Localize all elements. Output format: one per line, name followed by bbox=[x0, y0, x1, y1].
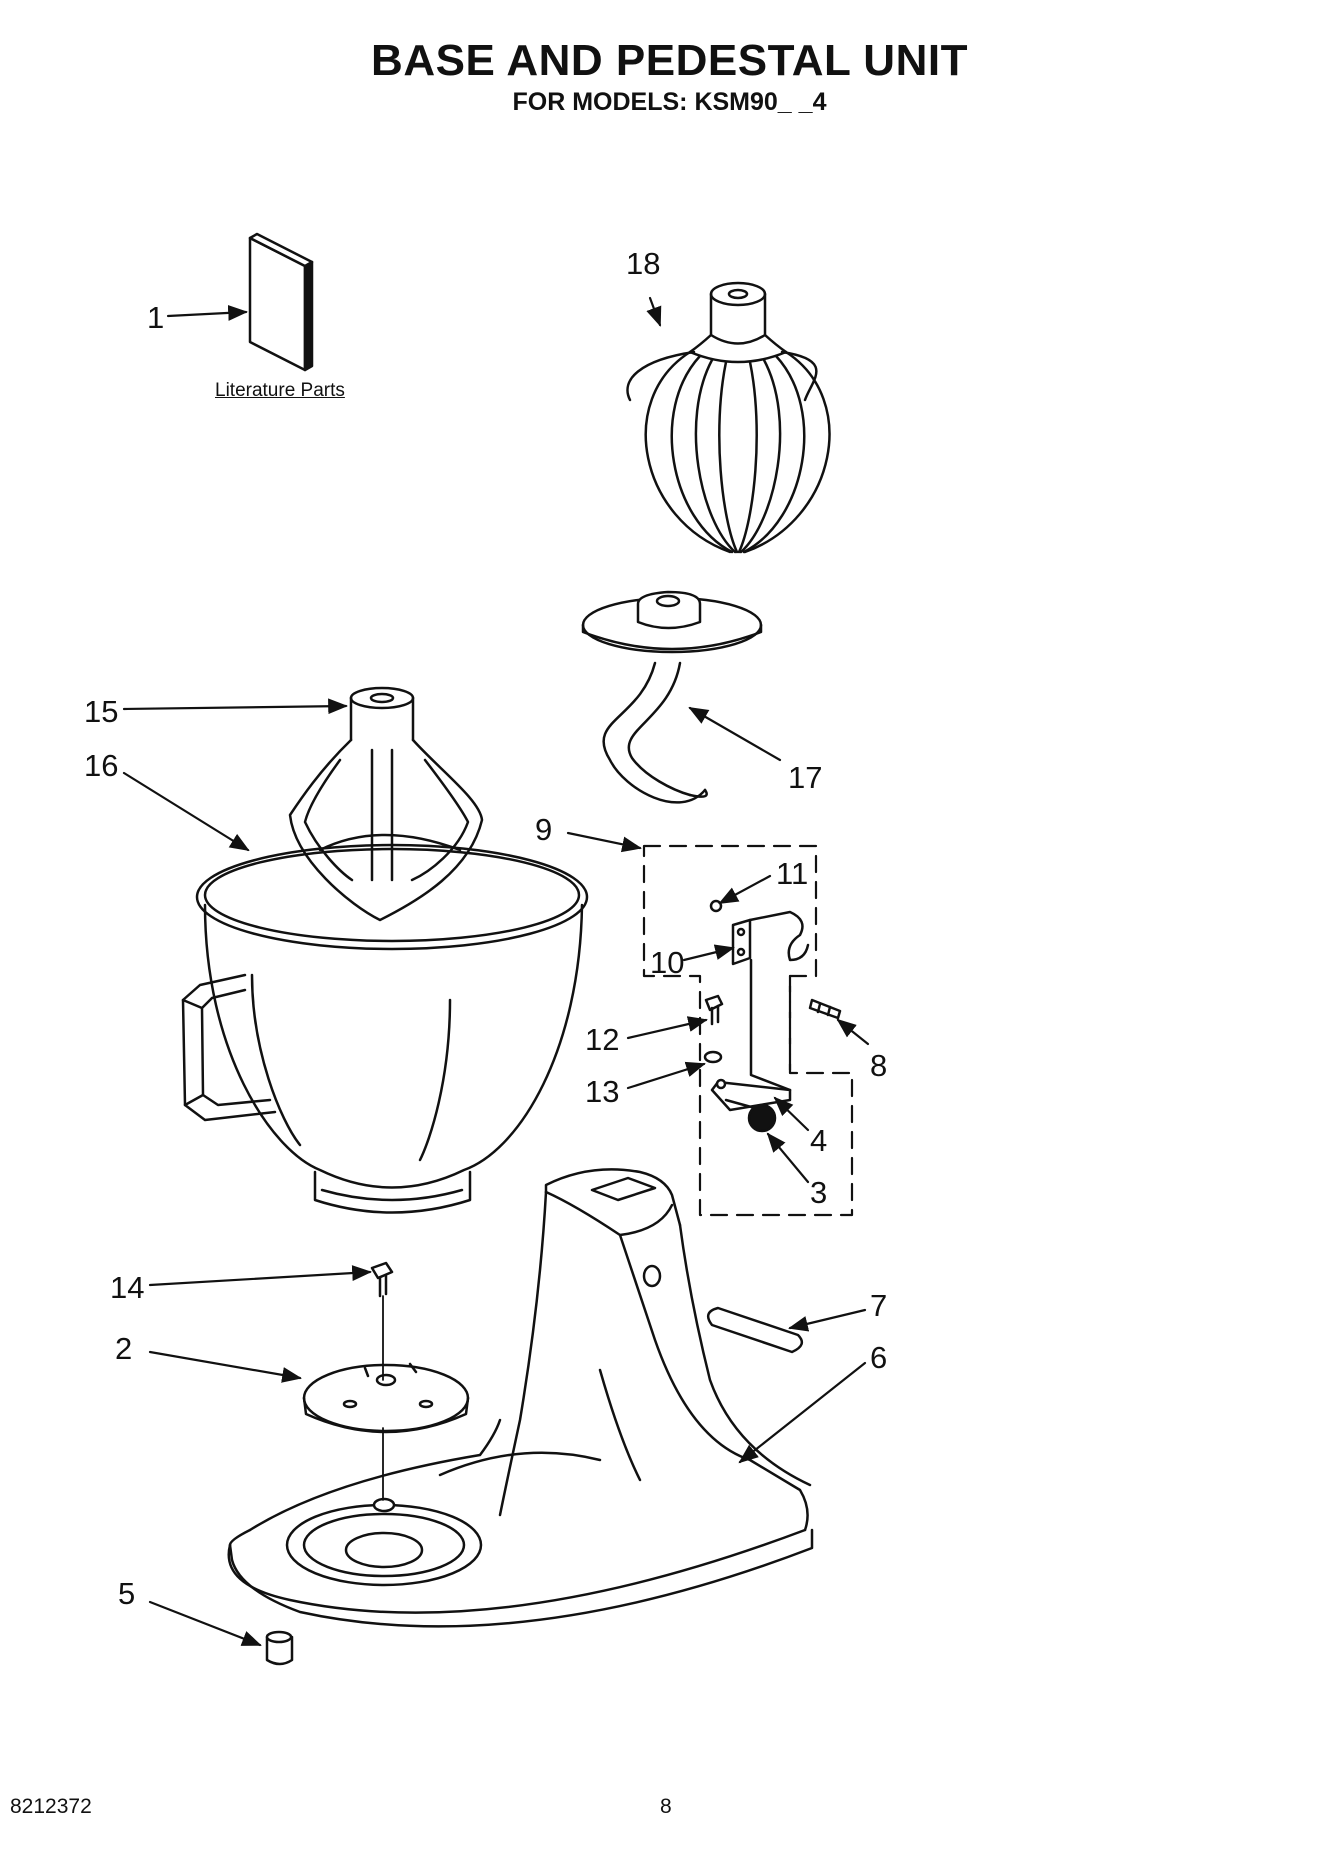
callout-14: 14 bbox=[110, 1270, 145, 1305]
hinge-assembly-box bbox=[642, 844, 854, 1217]
callout-13: 13 bbox=[585, 1074, 620, 1109]
page-title: BASE AND PEDESTAL UNIT bbox=[371, 36, 968, 85]
lock-rod bbox=[710, 958, 792, 1133]
mixing-bowl bbox=[181, 843, 589, 1214]
base-plate bbox=[302, 1362, 470, 1434]
callout-3: 3 bbox=[810, 1175, 828, 1210]
page-number: 8 bbox=[660, 1795, 672, 1818]
callout-7: 7 bbox=[870, 1288, 888, 1323]
hinge-pin-7 bbox=[706, 1306, 804, 1354]
callout-5: 5 bbox=[118, 1576, 136, 1611]
callout-1: 1 bbox=[147, 300, 165, 335]
callout-11: 11 bbox=[776, 856, 809, 891]
callout-16: 16 bbox=[84, 748, 119, 783]
callout-15: 15 bbox=[84, 694, 119, 729]
screw-12 bbox=[704, 994, 724, 1026]
pin-8 bbox=[808, 998, 842, 1020]
doc-number: 8212372 bbox=[10, 1795, 92, 1818]
callout-4: 4 bbox=[810, 1123, 828, 1158]
literature-booklet bbox=[248, 232, 314, 372]
callout-6: 6 bbox=[870, 1340, 888, 1375]
models-subtitle: FOR MODELS: KSM90_ _4 bbox=[512, 88, 827, 116]
callout-10: 10 bbox=[650, 945, 685, 980]
callout-2: 2 bbox=[115, 1331, 133, 1366]
callout-8: 8 bbox=[870, 1048, 888, 1083]
literature-parts-label: Literature Parts bbox=[215, 380, 345, 401]
pedestal bbox=[227, 1168, 814, 1628]
callout-12: 12 bbox=[585, 1022, 620, 1057]
callout-17: 17 bbox=[788, 760, 823, 795]
dough-hook bbox=[581, 590, 763, 804]
callout-18: 18 bbox=[626, 246, 661, 281]
foot-5 bbox=[265, 1630, 294, 1666]
callout-9: 9 bbox=[535, 812, 553, 847]
flat-beater bbox=[288, 686, 484, 922]
hinge-bracket bbox=[709, 899, 810, 966]
washer-13 bbox=[703, 1050, 723, 1064]
wire-whip bbox=[626, 281, 831, 554]
screw-14 bbox=[370, 1261, 394, 1298]
